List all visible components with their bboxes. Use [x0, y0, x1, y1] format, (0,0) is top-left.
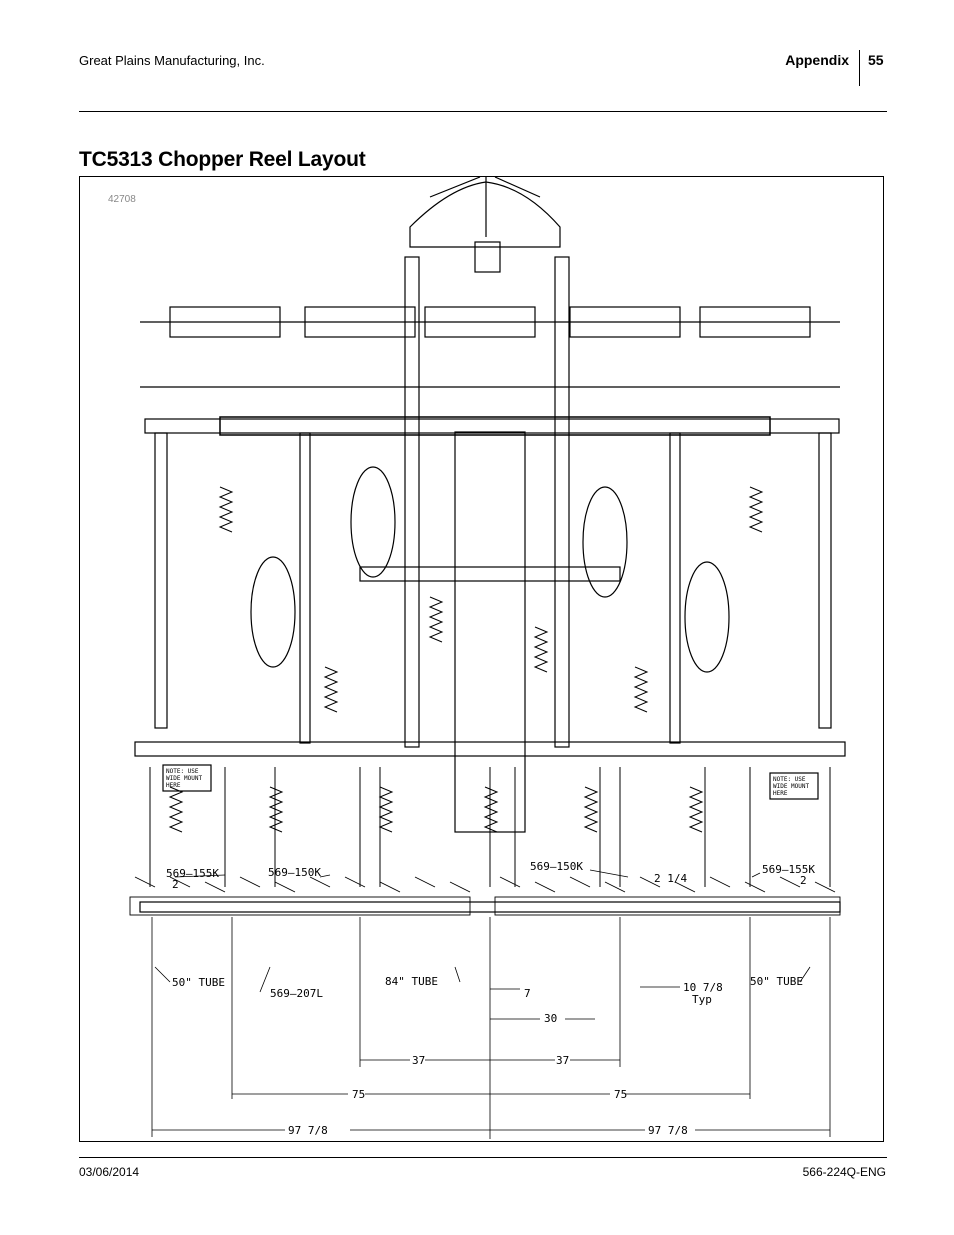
dim-10-7-8: 10 7/8 — [683, 981, 723, 994]
dim-30: 30 — [544, 1012, 557, 1025]
dim-typ: Typ — [692, 993, 712, 1006]
header-divider — [859, 50, 860, 86]
dim-37-right: 37 — [556, 1054, 569, 1067]
figure-frame — [79, 176, 884, 1142]
dim-97-left: 97 7/8 — [288, 1124, 328, 1137]
note-right-line3: HERE — [773, 790, 788, 797]
note-left-line3: HERE — [166, 782, 181, 789]
figure-id: 42708 — [108, 194, 136, 205]
note-left-line2: WIDE MOUNT — [166, 775, 203, 782]
header-rule — [79, 111, 887, 112]
dim-7: 7 — [524, 987, 531, 1000]
dim-75-right: 75 — [614, 1088, 627, 1101]
footer-rule — [79, 1157, 887, 1158]
callout-right-50-tube: 50" TUBE — [750, 975, 803, 988]
callout-gap: 2 1/4 — [654, 872, 687, 885]
note-right-line1: NOTE: USE — [773, 776, 806, 783]
note-right-line2: WIDE MOUNT — [773, 783, 810, 790]
footer-date: 03/06/2014 — [79, 1165, 140, 1179]
callout-mid-150k: 569–150K — [530, 860, 583, 873]
callout-right-155k: 569–155K — [762, 863, 815, 876]
callout-right-155k-qty: 2 — [800, 874, 807, 887]
dim-75-left: 75 — [352, 1088, 365, 1101]
callout-left-50-tube: 50" TUBE — [172, 976, 225, 989]
callout-84-tube: 84" TUBE — [385, 975, 438, 988]
dim-97-right: 97 7/8 — [648, 1124, 688, 1137]
callout-left-150k: 569–150K — [268, 866, 321, 879]
header-company: Great Plains Manufacturing, Inc. — [79, 53, 265, 68]
note-left-line1: NOTE: USE — [166, 768, 199, 775]
chopper-reel-layout-drawing: NOTE: USE WIDE MOUNT HERE NOTE: USE WIDE… — [129, 177, 846, 1139]
header-section: Appendix — [785, 52, 849, 68]
page-title: TC5313 Chopper Reel Layout — [79, 148, 366, 171]
callout-left-155k-qty: 2 — [172, 878, 179, 891]
page-number: 55 — [868, 52, 884, 68]
footer-doc-number: 566-224Q-ENG — [802, 1165, 886, 1179]
dim-37-left: 37 — [412, 1054, 425, 1067]
callout-207l: 569–207L — [270, 987, 323, 1000]
